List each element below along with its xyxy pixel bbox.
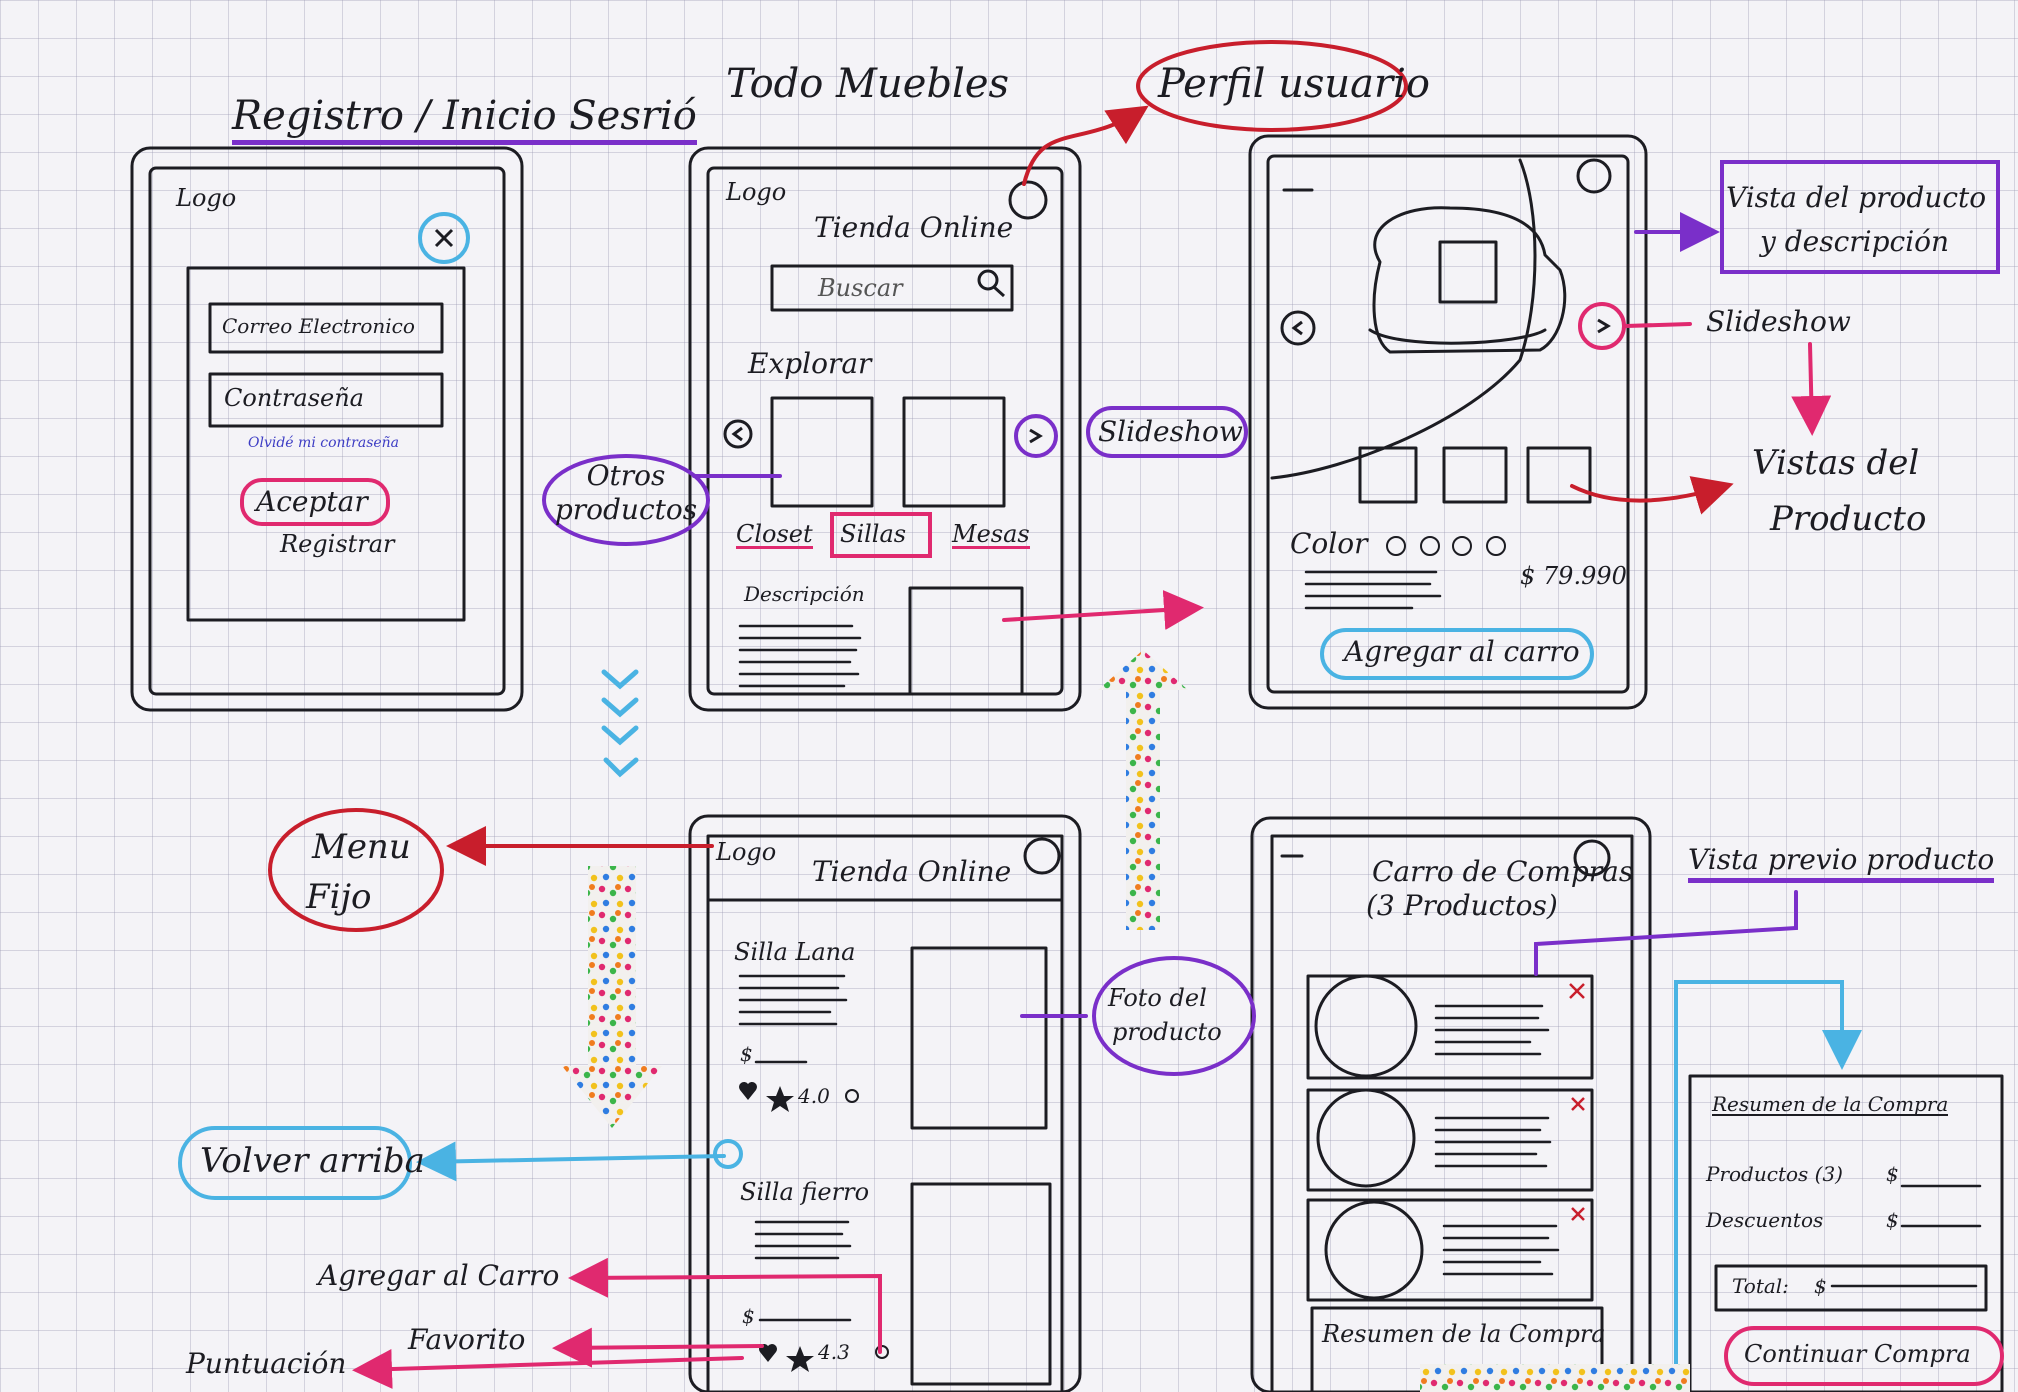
screen-store [688,146,1082,712]
add-to-cart-button[interactable]: Agregar al carro [1344,635,1580,668]
product-name-2[interactable]: Silla fierro [740,1178,870,1206]
description-label: Descripción [744,582,865,606]
rating-1: 4.0 [798,1084,830,1108]
currency-2: $ [742,1304,755,1328]
accept-button[interactable]: Aceptar [256,485,368,518]
product-name-1[interactable]: Silla Lana [734,938,856,966]
category-mesas[interactable]: Mesas [952,520,1030,549]
annotation-vista-previo: Vista previo producto [1688,846,1995,883]
annotation-otros: Otros [586,459,666,492]
color-label: Color [1290,527,1368,560]
currency-1: $ [740,1042,753,1066]
annotation-vista-2: y descripción [1760,225,1950,258]
annotation-vistas-1: Vistas del [1752,443,1920,483]
register-link[interactable]: Registrar [280,530,395,558]
summary-total-currency: $ [1814,1274,1827,1298]
list-logo: Logo [716,838,777,866]
annotation-vistas-2: Producto [1770,499,1927,539]
explore-label: Explorar [748,347,872,380]
list-store-title: Tienda Online [812,855,1012,888]
category-sillas[interactable]: Sillas [840,520,907,548]
cart-title: Carro de Compras [1372,855,1634,888]
store-logo: Logo [726,178,787,206]
annotation-puntuacion: Puntuación [186,1347,347,1380]
title-profile: Perfil usuario [1158,61,1430,107]
annotation-productos: productos [554,493,698,526]
price-label: $ 79.990 [1520,562,1627,590]
summary-title: Resumen de la Compra [1712,1092,1949,1116]
annotation-fijo: Fijo [306,877,372,917]
summary-discounts-currency: $ [1886,1208,1899,1232]
title-app: Todo Muebles [726,61,1010,107]
search-input[interactable]: Buscar [818,274,903,302]
annotation-producto: producto [1112,1018,1222,1046]
continue-purchase-button[interactable]: Continuar Compra [1744,1340,1971,1368]
password-field[interactable]: Contraseña [224,384,364,412]
annotation-foto: Foto del [1108,984,1207,1012]
forgot-password-link[interactable]: Olvidé mi contraseña [248,435,400,451]
category-closet[interactable]: Closet [736,520,813,549]
summary-products: Productos (3) [1706,1162,1843,1186]
rating-2: 4.3 [818,1340,850,1364]
email-field[interactable]: Correo Electronico [222,314,415,338]
summary-panel [1688,1074,2004,1392]
annotation-favorito: Favorito [408,1323,526,1356]
login-logo: Logo [176,184,237,212]
annotation-menu: Menu [312,827,411,867]
screen-product [1248,134,1648,710]
screen-store-list [688,814,1082,1392]
title-register: Registro / Inicio Sesrió [232,96,697,145]
cart-count: (3 Productos) [1366,889,1558,922]
cart-summary-button[interactable]: Resumen de la Compra [1322,1320,1606,1348]
annotation-vista-1: Vista del producto [1726,181,1987,214]
store-title: Tienda Online [814,211,1014,244]
annotation-volver-arriba: Volver arriba [200,1141,425,1181]
summary-discounts: Descuentos [1706,1208,1824,1232]
summary-products-currency: $ [1886,1162,1899,1186]
annotation-slideshow-1: Slideshow [1098,415,1243,448]
screen-login [130,146,524,712]
summary-total: Total: [1732,1274,1789,1298]
annotation-slideshow-2: Slideshow [1706,305,1851,338]
annotation-agregar: Agregar al Carro [318,1259,560,1292]
screen-cart [1250,816,1652,1392]
